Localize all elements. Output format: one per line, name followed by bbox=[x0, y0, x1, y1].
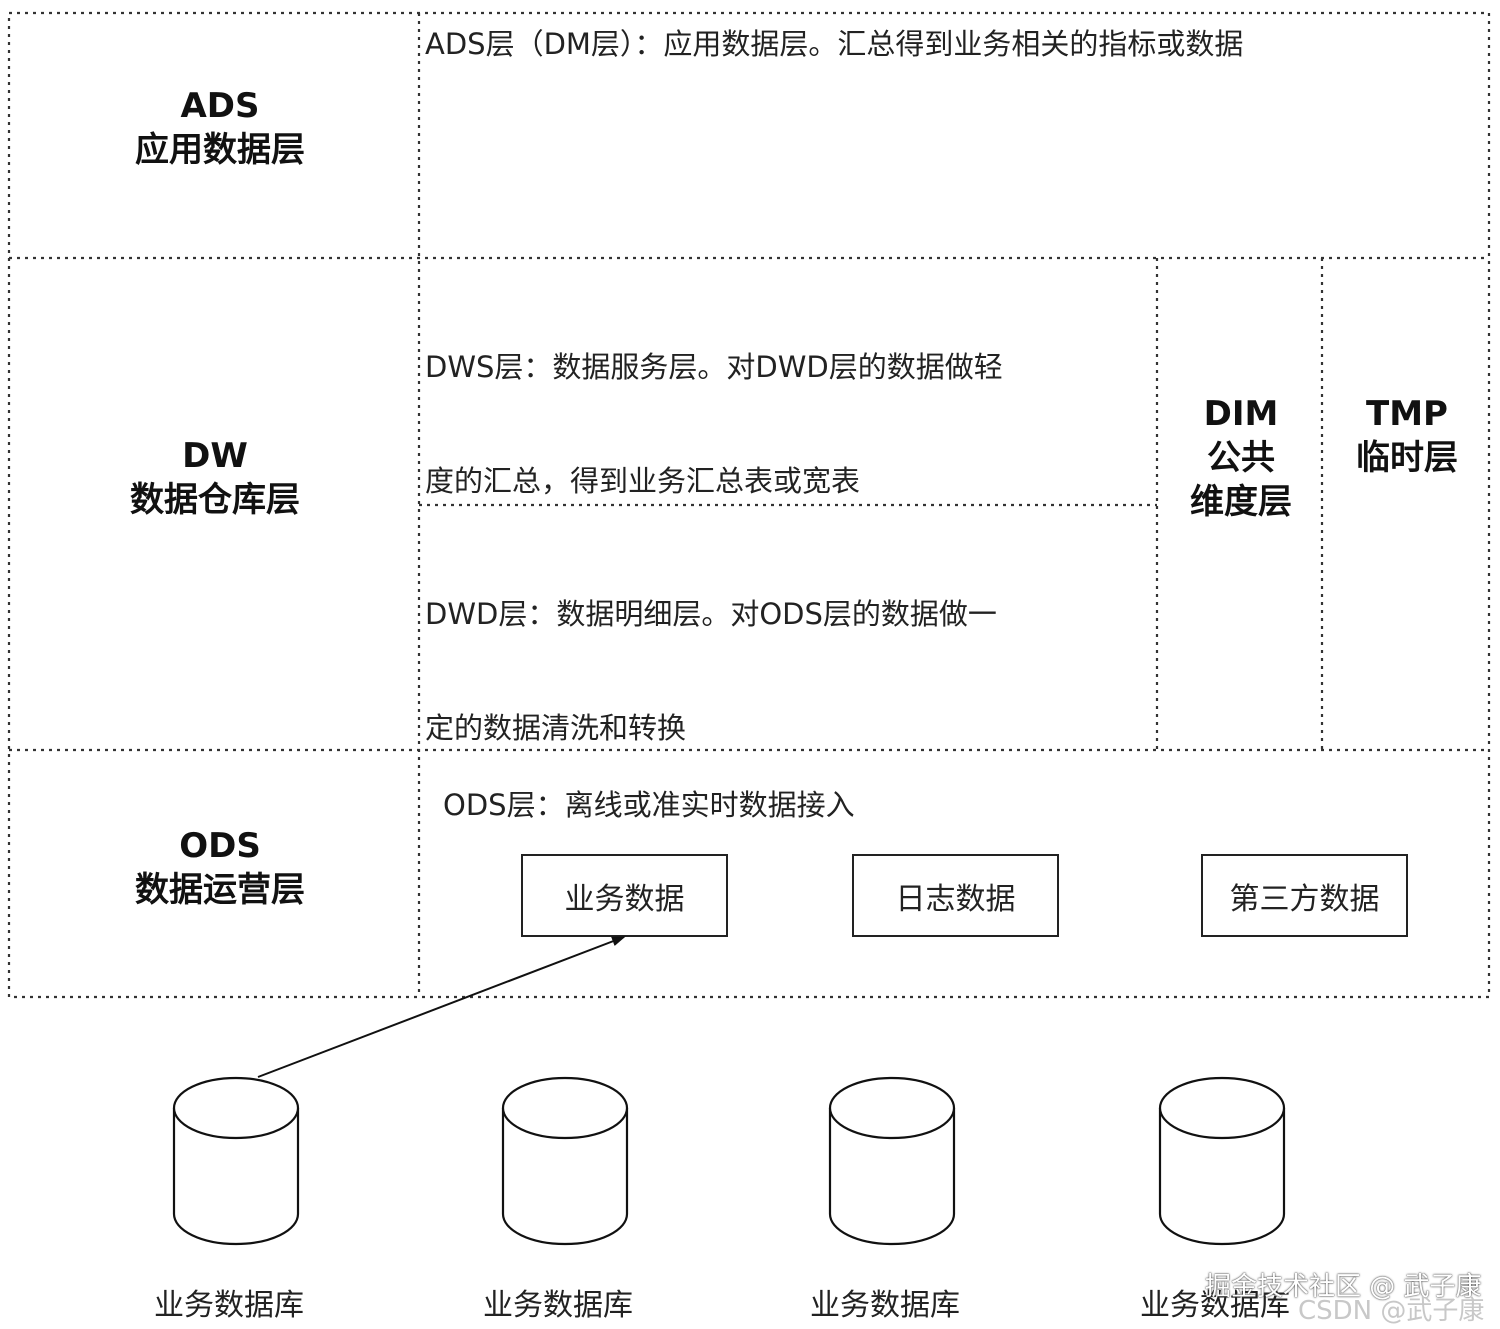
dws-desc-line1: DWS层：数据服务层。对DWD层的数据做轻 bbox=[425, 350, 1003, 384]
database-cap bbox=[172, 1076, 300, 1140]
database-body bbox=[501, 1108, 629, 1246]
database-cap bbox=[501, 1076, 629, 1140]
dim-name-line1: 公共 bbox=[1207, 438, 1275, 478]
dim-layer-label: DIM 公共 维度层 bbox=[1160, 392, 1322, 524]
dim-code: DIM bbox=[1203, 394, 1279, 434]
database-label-2: 业务数据库 bbox=[483, 1288, 633, 1323]
database-icon bbox=[172, 1076, 300, 1246]
database-cap bbox=[828, 1076, 956, 1140]
database-body bbox=[1158, 1108, 1286, 1246]
ods-layer-label: ODS 数据运营层 bbox=[20, 824, 420, 912]
dws-desc-line2: 度的汇总，得到业务汇总表或宽表 bbox=[425, 464, 861, 498]
database-cap bbox=[1158, 1076, 1286, 1140]
juejin-watermark: 掘金技术社区 @ 武子康 bbox=[1205, 1272, 1482, 1302]
dws-description: DWS层：数据服务层。对DWD层的数据做轻 度的汇总，得到业务汇总表或宽表 bbox=[425, 272, 1150, 538]
dim-name-line2: 维度层 bbox=[1190, 482, 1292, 522]
ingest-arrow bbox=[257, 936, 626, 1078]
tmp-layer-label: TMP 临时层 bbox=[1325, 392, 1489, 480]
ads-code: ADS bbox=[180, 86, 260, 126]
database-icon bbox=[1158, 1076, 1286, 1246]
source-box-log bbox=[852, 854, 1059, 937]
source-log-label: 日志数据 bbox=[895, 881, 1016, 917]
database-body bbox=[828, 1108, 956, 1246]
tmp-name: 临时层 bbox=[1356, 438, 1458, 478]
tmp-code: TMP bbox=[1366, 394, 1448, 434]
ods-name: 数据运营层 bbox=[135, 870, 305, 910]
dw-layer-label: DW 数据仓库层 bbox=[15, 434, 415, 522]
source-box-third-party bbox=[1201, 854, 1408, 937]
database-label-3: 业务数据库 bbox=[810, 1288, 960, 1323]
database-icon bbox=[828, 1076, 956, 1246]
ads-name: 应用数据层 bbox=[135, 130, 305, 170]
dwd-desc-line1: DWD层：数据明细层。对ODS层的数据做一 bbox=[425, 597, 997, 631]
database-label-4: 业务数据库 bbox=[1140, 1288, 1290, 1323]
dwd-description: DWD层：数据明细层。对ODS层的数据做一 定的数据清洗和转换 bbox=[425, 519, 1150, 785]
dw-code: DW bbox=[182, 436, 248, 476]
ads-layer-label: ADS 应用数据层 bbox=[20, 84, 420, 172]
ods-code: ODS bbox=[179, 826, 261, 866]
source-third-party-label: 第三方数据 bbox=[1229, 881, 1380, 917]
csdn-watermark: CSDN @武子康 bbox=[1298, 1296, 1485, 1326]
source-business-label: 业务数据 bbox=[564, 881, 685, 917]
database-body bbox=[172, 1108, 300, 1246]
dw-name: 数据仓库层 bbox=[130, 480, 300, 520]
source-box-business bbox=[521, 854, 728, 937]
ods-description: ODS层：离线或准实时数据接入 bbox=[443, 788, 855, 822]
dwd-desc-line2: 定的数据清洗和转换 bbox=[425, 711, 687, 745]
database-label-1: 业务数据库 bbox=[154, 1288, 304, 1323]
ads-description: ADS层（DM层）：应用数据层。汇总得到业务相关的指标或数据 bbox=[425, 27, 1244, 61]
database-icon bbox=[501, 1076, 629, 1246]
